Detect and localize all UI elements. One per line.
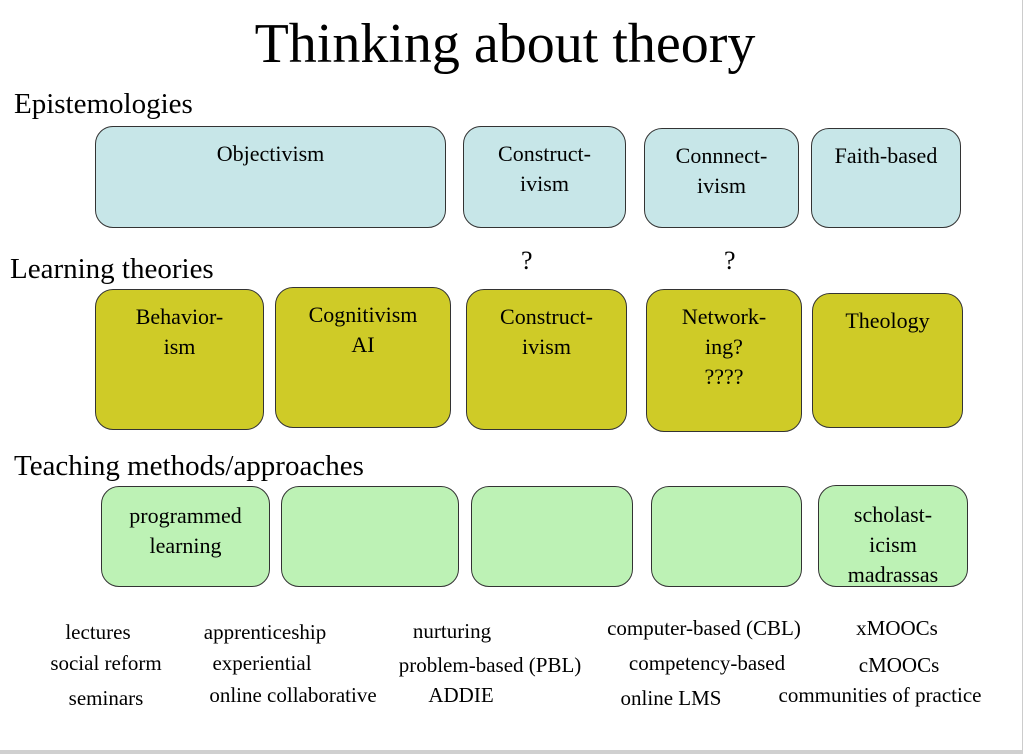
example-text: online LMS <box>620 686 722 710</box>
box-constructivism-epistemology: Construct- ivism <box>463 126 626 228</box>
box-behaviorism: Behavior- ism <box>95 289 264 430</box>
example-text: cMOOCs <box>858 653 940 677</box>
box-networking: Network- ing? ???? <box>646 289 802 432</box>
example-text: apprenticeship <box>203 620 327 644</box>
section-label-teaching-methods: Teaching methods/approaches <box>14 450 364 482</box>
box-theology: Theology <box>812 293 963 428</box>
box-cognitivism: Cognitivism AI <box>275 287 451 428</box>
example-text: seminars <box>68 686 144 710</box>
example-text: problem-based (PBL) <box>398 653 582 677</box>
slide-title: Thinking about theory <box>254 13 756 75</box>
example-text: experiential <box>212 651 312 675</box>
question-mark: ? <box>724 246 736 275</box>
example-text: online collaborative <box>209 683 377 707</box>
section-label-epistemologies: Epistemologies <box>14 88 193 120</box>
box-empty-teaching-4 <box>651 486 802 587</box>
example-text: lectures <box>65 620 131 644</box>
box-empty-teaching-3 <box>471 486 633 587</box>
example-text: social reform <box>50 651 162 675</box>
box-empty-teaching-2 <box>281 486 459 587</box>
box-faith-based: Faith-based <box>811 128 961 228</box>
example-text: computer-based (CBL) <box>607 616 801 640</box>
box-scholasticism: scholast- icism madrassas <box>818 485 968 587</box>
question-mark: ? <box>521 246 533 275</box>
section-label-learning-theories: Learning theories <box>10 253 214 285</box>
box-connectivism: Connnect- ivism <box>644 128 799 228</box>
box-constructivism-theory: Construct- ivism <box>466 289 627 430</box>
example-text: nurturing <box>412 619 492 643</box>
box-objectivism: Objectivism <box>95 126 446 228</box>
example-text: xMOOCs <box>856 616 938 640</box>
example-text: competency-based <box>628 651 786 675</box>
example-text: ADDIE <box>428 683 494 707</box>
box-programmed-learning: programmed learning <box>101 486 270 587</box>
example-text: communities of practice <box>778 683 982 707</box>
